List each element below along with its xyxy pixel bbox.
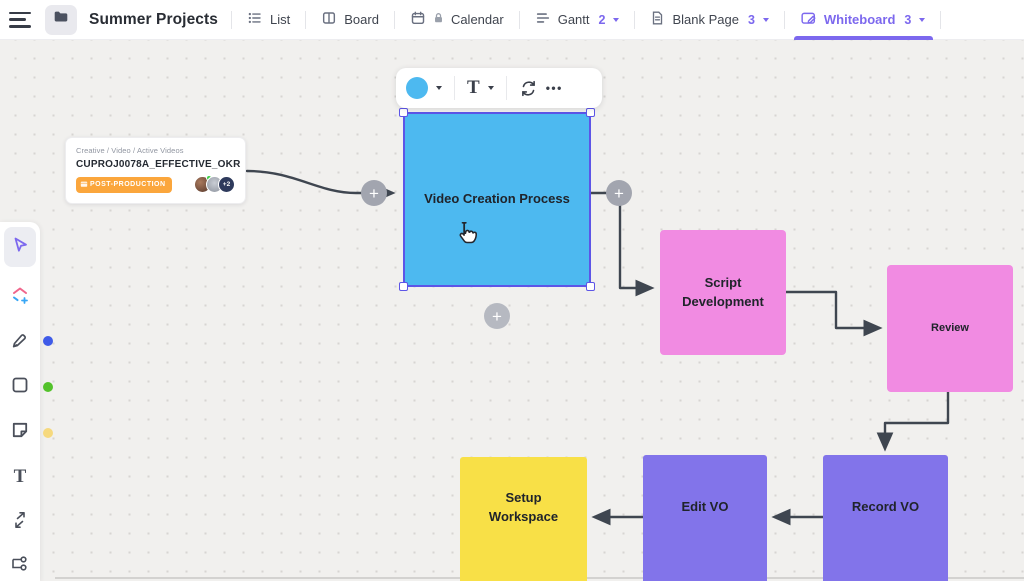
chevron-down-icon[interactable] <box>487 86 494 90</box>
chevron-down-icon <box>613 17 620 22</box>
tab-label: List <box>270 12 291 27</box>
marker-pen-icon <box>10 329 31 355</box>
tab-blank-page[interactable]: Blank Page 3 <box>648 0 770 40</box>
mind-map-icon <box>10 555 30 580</box>
tab-label: Board <box>344 12 379 27</box>
tab-label: Whiteboard <box>823 12 896 27</box>
divider <box>940 10 942 29</box>
add-clickup-card-tool[interactable] <box>4 279 36 315</box>
text-style-button[interactable]: T <box>467 77 480 98</box>
active-tab-underline <box>793 36 934 40</box>
shape-review[interactable]: Review <box>887 265 1013 392</box>
status-badge-label: POST-PRODUCTION <box>90 181 166 188</box>
shape-setup-workspace[interactable]: Setup Workspace <box>460 457 587 581</box>
shape-label: Setup Workspace <box>488 490 559 524</box>
resize-handle-bottom-left[interactable] <box>399 282 408 291</box>
chevron-down-icon[interactable] <box>436 86 442 90</box>
connector-arrows-icon <box>10 510 30 535</box>
hamburger-menu-icon[interactable] <box>9 11 31 28</box>
plus-icon: + <box>369 183 379 203</box>
shape-label: Review <box>931 321 969 334</box>
resize-handle-bottom-right[interactable] <box>586 282 595 291</box>
board-icon <box>321 10 337 29</box>
divider <box>305 10 307 29</box>
pen-color-dot <box>43 336 53 346</box>
mind-map-tool[interactable] <box>4 549 36 581</box>
task-card-title: CUPROJ0078A_EFFECTIVE_OKR <box>76 159 241 170</box>
divider <box>454 76 455 100</box>
divider <box>505 76 507 100</box>
text-tool-icon: T <box>13 466 27 487</box>
shape-script-development[interactable]: Script Development <box>660 230 786 355</box>
fill-color-button[interactable] <box>406 77 428 99</box>
shape-tool[interactable] <box>4 369 36 405</box>
status-badge[interactable]: POST-PRODUCTION <box>76 176 172 193</box>
whiteboard-canvas[interactable]: Creative / Video / Active Videos CUPROJ0… <box>0 40 1024 581</box>
tab-count: 2 <box>598 12 606 27</box>
pen-tool[interactable] <box>4 324 36 360</box>
avatar-overflow-badge: +2 <box>218 176 235 193</box>
task-card[interactable]: Creative / Video / Active Videos CUPROJ0… <box>65 137 246 204</box>
tab-gantt[interactable]: Gantt 2 <box>533 0 622 40</box>
tab-label: Gantt <box>557 12 590 27</box>
convert-shape-icon[interactable] <box>519 79 538 98</box>
add-connector-button[interactable]: + <box>361 180 387 206</box>
plus-icon: + <box>614 183 624 203</box>
whiteboard-tool-panel: T <box>0 222 40 581</box>
shape-label: Script Development <box>682 274 764 309</box>
text-tool[interactable]: T <box>4 459 36 495</box>
breadcrumb: Creative / Video / Active Videos <box>76 146 184 155</box>
select-tool[interactable] <box>4 227 36 267</box>
calendar-icon <box>410 10 426 29</box>
clickup-cards-icon <box>9 284 31 311</box>
tab-board[interactable]: Board <box>319 0 381 40</box>
tab-count: 3 <box>904 12 912 27</box>
folder-icon <box>52 8 70 31</box>
tab-count: 3 <box>747 12 755 27</box>
resize-handle-top-left[interactable] <box>399 108 408 117</box>
shape-label: Video Creation Process <box>424 191 570 207</box>
chevron-down-icon <box>762 17 769 22</box>
connector-tool[interactable] <box>4 504 36 540</box>
divider <box>518 10 520 29</box>
shape-video-creation-process[interactable]: Video Creation Process <box>399 108 595 291</box>
project-folder-button[interactable] <box>45 4 77 35</box>
shape-record-vo[interactable]: Record VO <box>823 455 948 581</box>
top-navigation-bar: Summer Projects List Board Calendar <box>0 0 1024 40</box>
square-icon <box>10 375 30 400</box>
shape-color-dot <box>43 382 53 392</box>
lock-icon <box>433 12 444 27</box>
shape-edit-vo[interactable]: Edit VO <box>643 455 767 581</box>
plus-icon: + <box>492 306 502 326</box>
clapperboard-icon <box>80 180 88 190</box>
sticky-note-tool[interactable] <box>4 414 36 450</box>
tab-label: Calendar <box>450 12 504 27</box>
add-connector-button[interactable]: + <box>484 303 510 329</box>
sticky-color-dot <box>43 428 53 438</box>
page-icon <box>650 10 665 29</box>
chevron-down-icon <box>919 17 926 22</box>
tab-whiteboard[interactable]: Whiteboard 3 <box>793 0 934 40</box>
divider <box>231 10 232 29</box>
shape-format-toolbar: T ••• <box>396 68 602 108</box>
whiteboard-icon <box>800 10 817 30</box>
tab-list[interactable]: List <box>245 0 292 40</box>
divider <box>634 10 636 29</box>
shape-label: Record VO <box>851 498 920 514</box>
cursor-arrow-icon <box>10 235 30 260</box>
shape-label: Edit VO <box>681 498 729 514</box>
more-options-button[interactable]: ••• <box>545 81 563 95</box>
gantt-icon <box>535 10 551 29</box>
tab-calendar[interactable]: Calendar <box>408 0 506 40</box>
divider <box>393 10 395 29</box>
assignee-avatars[interactable]: +2 <box>194 175 235 193</box>
tab-label: Blank Page <box>672 12 739 27</box>
page-title: Summer Projects <box>89 10 218 28</box>
sticky-note-icon <box>10 420 30 445</box>
divider <box>783 10 785 29</box>
resize-handle-top-right[interactable] <box>586 108 595 117</box>
list-icon <box>247 10 263 29</box>
add-connector-button[interactable]: + <box>606 180 632 206</box>
